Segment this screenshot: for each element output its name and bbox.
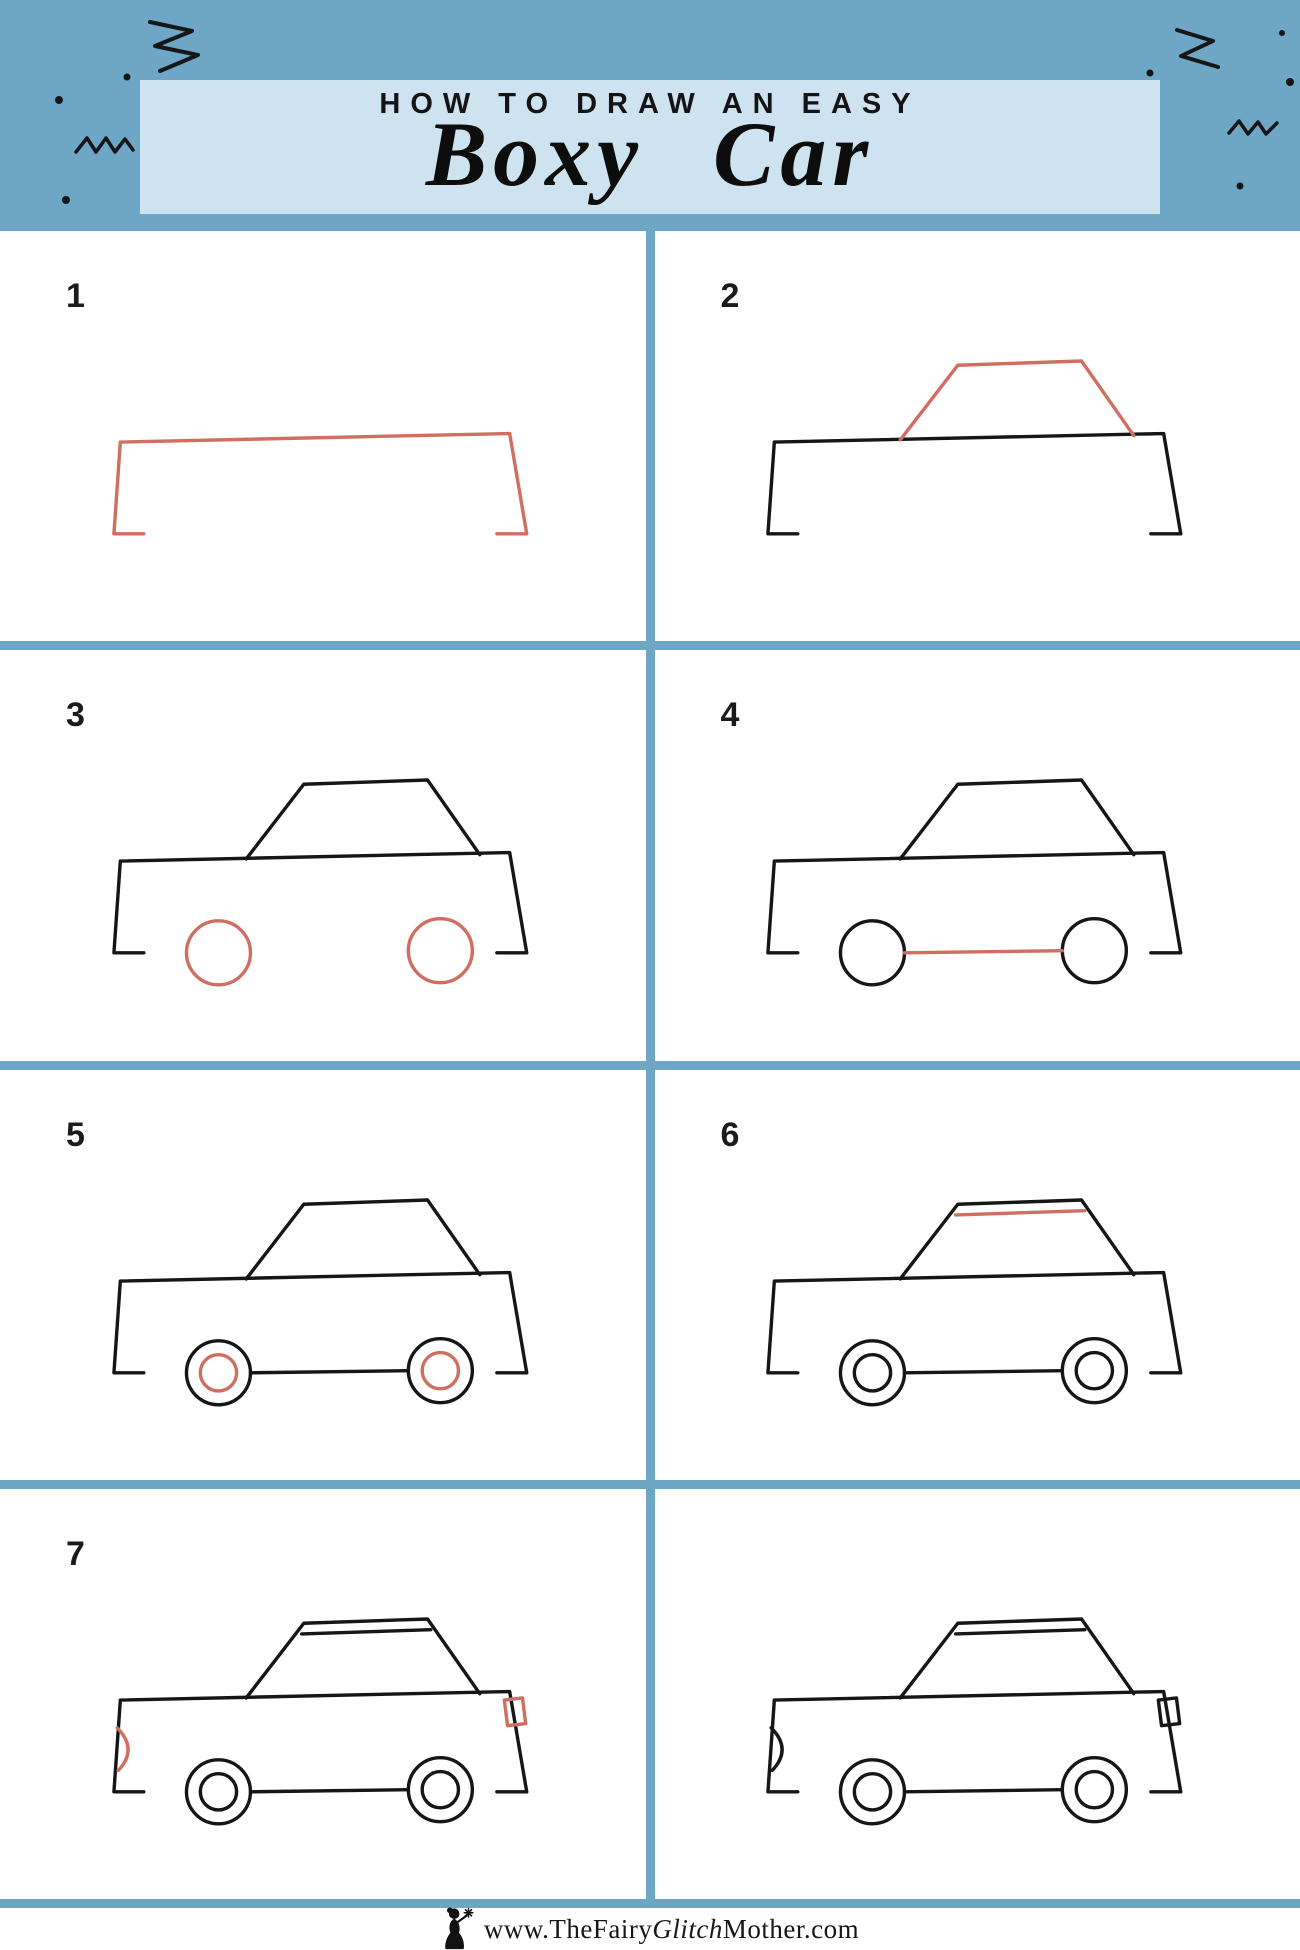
car-part-body <box>766 851 1183 955</box>
url-suffix: Mother.com <box>722 1913 860 1944</box>
title-banner <box>140 80 1160 214</box>
step-panel-7: 7 <box>0 1488 646 1899</box>
car-part-body <box>111 1689 529 1794</box>
steps-grid: 1 2 3 4 5 6 7 <box>0 231 1300 1899</box>
car-part-cabin <box>898 359 1136 442</box>
step-panel-4: 4 <box>654 650 1300 1061</box>
step-panel-5: 5 <box>0 1069 646 1480</box>
car-part-cabin <box>898 1197 1136 1281</box>
car-part-hubcaps <box>1074 1769 1115 1810</box>
car-drawing-step-2 <box>766 359 1183 536</box>
car-part-wheels <box>1060 1755 1129 1824</box>
car-part-wheels <box>839 1338 907 1407</box>
car-drawing-step-4 <box>766 778 1183 987</box>
car-part-body <box>111 1270 529 1375</box>
fairy-logo-icon <box>445 1907 474 1950</box>
car-part-axle <box>903 949 1065 955</box>
step-panel-final <box>654 1488 1300 1899</box>
car-part-axle <box>903 1368 1065 1375</box>
zigzag-doodle-top-left <box>148 20 200 73</box>
dot-doodle <box>1146 69 1154 77</box>
car-part-wheels <box>184 919 252 987</box>
car-part-body <box>766 1689 1183 1794</box>
step-panel-6: 6 <box>654 1069 1300 1480</box>
car-part-hubcaps <box>198 1771 239 1812</box>
car-drawing-step-1 <box>111 431 529 536</box>
car-part-wheels <box>839 919 907 987</box>
car-part-wheels <box>1060 1336 1129 1404</box>
step-number: 5 <box>66 1115 85 1154</box>
step-number: 6 <box>720 1115 740 1154</box>
dot-doodle <box>1286 78 1294 86</box>
car-part-body <box>766 431 1183 536</box>
fairy-wand <box>454 1914 468 1925</box>
car-part-wheels <box>1060 917 1129 985</box>
step-number: 1 <box>66 277 85 315</box>
car-part-hubcaps <box>1074 1350 1115 1391</box>
car-part-cabin <box>244 778 482 861</box>
step-panel-1: 1 <box>0 231 646 642</box>
car-part-wheels <box>184 1757 252 1826</box>
car-part-body <box>111 431 529 536</box>
car-part-cabin <box>244 1617 482 1700</box>
car-part-wheels <box>839 1757 907 1826</box>
car-part-details <box>502 1695 528 1728</box>
dot-doodle <box>123 73 131 81</box>
zigzag-doodle-top-right <box>1175 28 1220 69</box>
car-drawing-step-7 <box>111 1617 529 1826</box>
car-part-cabin <box>244 1197 482 1281</box>
sparkle-flower-icon <box>463 1907 474 1918</box>
url-prefix: www.TheFairy <box>483 1913 653 1944</box>
car-part-axle <box>248 1787 410 1794</box>
car-part-hubcaps <box>198 1352 239 1393</box>
dot-doodle <box>1279 30 1285 36</box>
url-glitch: Glitch <box>652 1913 723 1944</box>
car-part-roofline <box>299 1627 433 1636</box>
step-number: 7 <box>66 1534 85 1573</box>
kicker-text: HOW TO DRAW AN EASY <box>379 88 921 120</box>
header: HOW TO DRAW AN EASY Boxy Car <box>0 0 1300 231</box>
car-part-cabin <box>898 1617 1136 1700</box>
car-part-wheels <box>406 917 474 985</box>
car-part-wheels <box>406 1755 474 1824</box>
step-number: 4 <box>720 696 740 735</box>
car-part-cabin <box>898 778 1136 861</box>
step-number: 3 <box>66 696 85 735</box>
car-drawing-step-3 <box>111 778 529 987</box>
car-part-roofline <box>954 1208 1087 1217</box>
step-number: 2 <box>720 277 740 315</box>
page-title: Boxy Car <box>425 103 875 205</box>
car-part-roofline <box>954 1627 1087 1636</box>
car-drawing-step-6 <box>766 1197 1183 1407</box>
step-panel-3: 3 <box>0 650 646 1061</box>
footer: www.TheFairyGlitchMother.com <box>0 1899 1300 1950</box>
car-part-body <box>111 851 529 955</box>
step-panel-2: 2 <box>654 231 1300 642</box>
car-part-wheels <box>406 1336 474 1404</box>
website-url: www.TheFairyGlitchMother.com <box>484 1914 859 1945</box>
car-part-details <box>769 1725 785 1772</box>
fairy-dress <box>445 1918 464 1950</box>
car-part-axle <box>248 1368 410 1375</box>
car-part-details <box>1156 1695 1182 1728</box>
fairy-hair <box>446 1907 453 1914</box>
car-part-axle <box>903 1787 1065 1794</box>
car-part-hubcaps <box>852 1771 893 1812</box>
car-part-wheels <box>184 1338 252 1407</box>
car-part-details <box>115 1725 130 1772</box>
car-drawing-step-5 <box>111 1197 529 1407</box>
car-part-hubcaps <box>420 1769 460 1810</box>
car-part-hubcaps <box>420 1350 460 1391</box>
car-part-body <box>766 1270 1183 1375</box>
car-drawing-final <box>766 1617 1183 1826</box>
car-part-hubcaps <box>852 1352 893 1393</box>
